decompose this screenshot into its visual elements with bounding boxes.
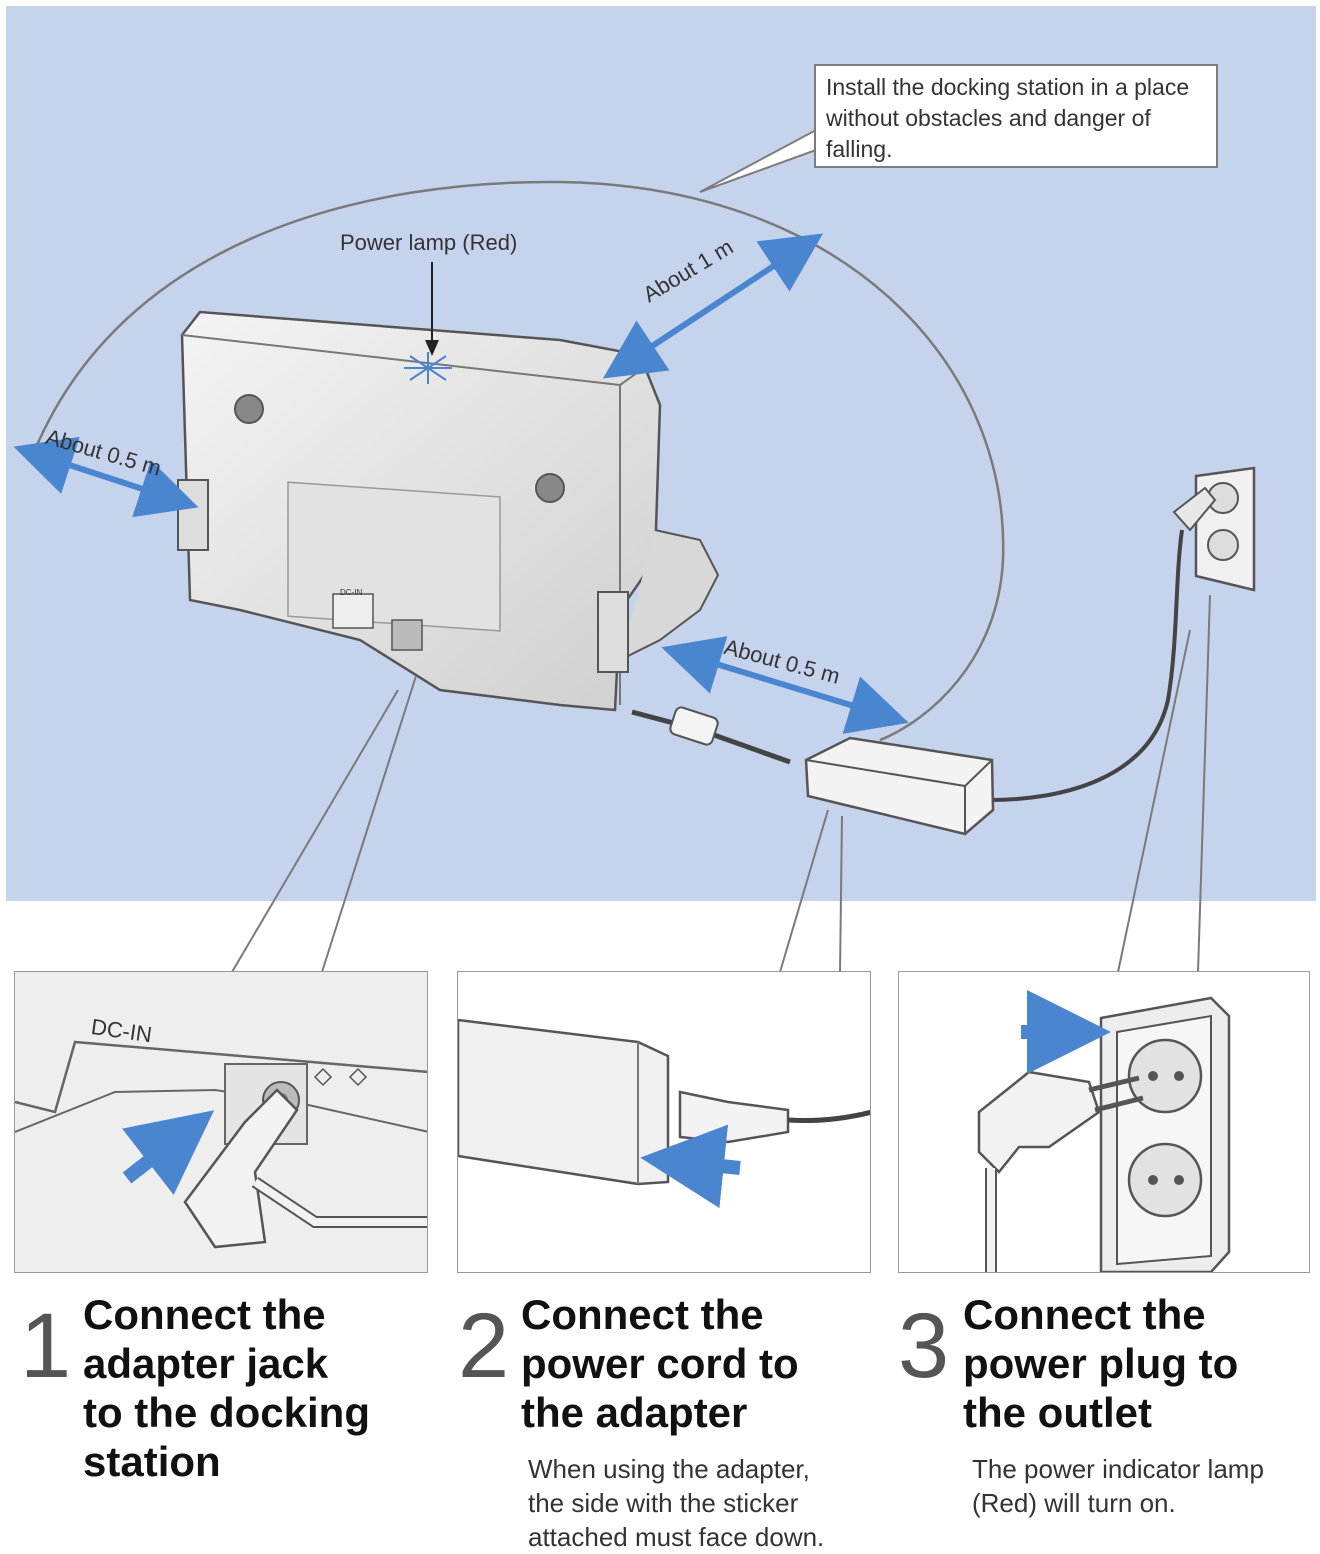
power-lamp-label: Power lamp (Red) (340, 230, 518, 255)
step-3-note-line-1: The power indicator lamp (972, 1454, 1264, 1484)
placement-callout: Install the docking station in a place w… (814, 64, 1218, 168)
step-2-title-line-1: Connect the (521, 1291, 764, 1338)
about-05m-right-arrow (661, 636, 909, 734)
docking-station (177, 310, 720, 712)
step-1-title-line-2: adapter jack (83, 1340, 329, 1387)
step-2-title: Connect the power cord to the adapter (521, 1290, 799, 1437)
step-3-title-line-1: Connect the (963, 1291, 1206, 1338)
detail-panel-dc-in: DC-IN (14, 971, 428, 1273)
step-2-note-line-1: When using the adapter, (528, 1454, 810, 1484)
step-1-title: Connect the adapter jack to the docking … (83, 1290, 370, 1486)
detail-panel-adapter (457, 971, 871, 1273)
callout-line-3: falling. (826, 136, 893, 162)
step-3-note: The power indicator lamp (Red) will turn… (972, 1452, 1264, 1520)
step-3-note-line-2: (Red) will turn on. (972, 1488, 1176, 1518)
power-lamp-glow-icon (404, 352, 452, 384)
dc-in-small-label: DC-IN (340, 588, 363, 597)
step-1-number: 1 (20, 1295, 72, 1397)
dc-in-detail-illustration (15, 972, 427, 1272)
step-1-title-line-4: station (83, 1438, 221, 1485)
adapter-detail-illustration (458, 1018, 870, 1209)
step-2-title-line-3: the adapter (521, 1389, 748, 1436)
step-2-note-line-2: the side with the sticker (528, 1488, 799, 1518)
step-2-note-line-3: attached must face down. (528, 1522, 825, 1552)
zoom-leader-lines (231, 594, 1211, 973)
wall-outlet (1172, 466, 1256, 592)
step-3-title-line-2: power plug to (963, 1340, 1239, 1387)
power-cable (989, 529, 1184, 802)
clearance-arc (28, 180, 1005, 742)
callout-line-2: without obstacles and danger of (826, 105, 1151, 131)
step-3-number: 3 (898, 1295, 950, 1397)
step-3-title: Connect the power plug to the outlet (963, 1290, 1238, 1437)
step-1-title-line-3: to the docking (83, 1389, 370, 1436)
step-3-title-line-3: the outlet (963, 1389, 1152, 1436)
callout-line-1: Install the docking station in a place (826, 74, 1190, 100)
outlet-detail-illustration (977, 990, 1231, 1272)
step-2-number: 2 (458, 1295, 510, 1397)
about-1m-arrow (602, 233, 824, 379)
step-1-title-line-1: Connect the (83, 1291, 326, 1338)
detail-panel-outlet (898, 971, 1310, 1273)
step-2-title-line-2: power cord to (521, 1340, 799, 1387)
power-adapter (804, 736, 995, 836)
callout-pointer (699, 128, 817, 193)
step-2-note: When using the adapter, the side with th… (528, 1452, 824, 1554)
about-05m-left-arrow (13, 436, 199, 518)
